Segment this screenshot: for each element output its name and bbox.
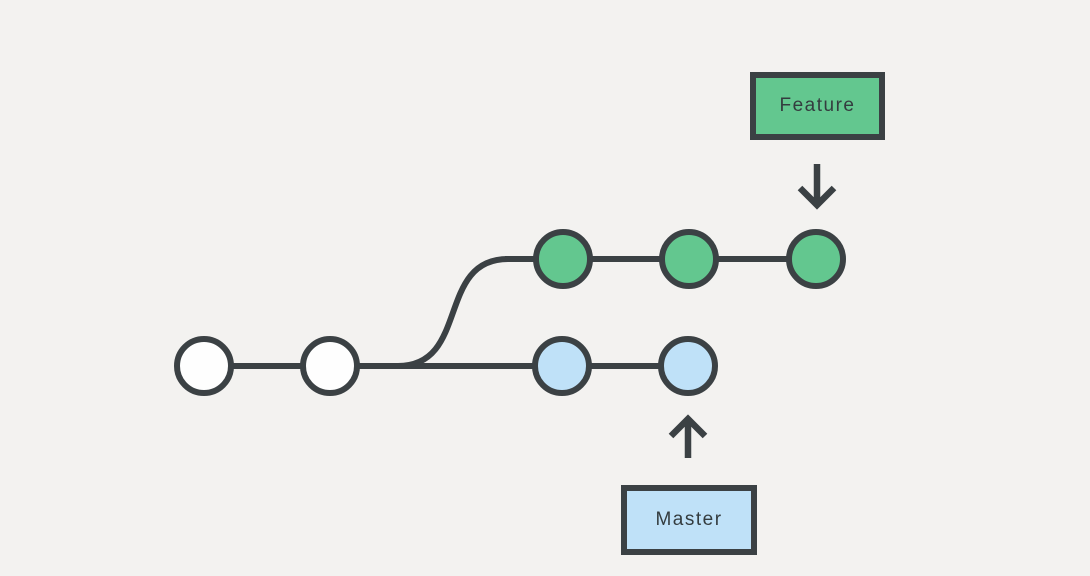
feature-pointer-arrow-down-icon xyxy=(797,164,837,210)
master-commit-node xyxy=(532,336,592,396)
feature-label-text: Feature xyxy=(779,95,856,116)
master-commit-node xyxy=(174,336,234,396)
branch-curve xyxy=(397,256,509,369)
feature-commit-node xyxy=(533,229,593,289)
feature-branch-label-box: Feature xyxy=(750,72,885,140)
master-commit-node xyxy=(300,336,360,396)
master-pointer-arrow-up-icon xyxy=(668,414,708,458)
master-branch-label-box: Master xyxy=(621,485,757,555)
master-commit-node xyxy=(658,336,718,396)
feature-commit-node xyxy=(786,229,846,289)
master-label-text: Master xyxy=(655,509,723,530)
feature-commit-node xyxy=(659,229,719,289)
